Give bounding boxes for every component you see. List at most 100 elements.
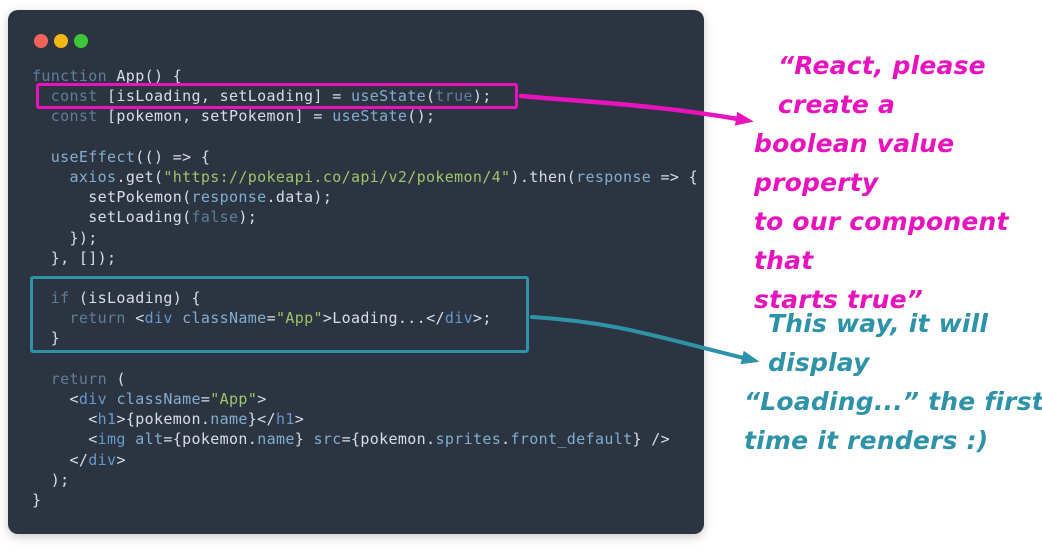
code-token-fn: useState (350, 87, 426, 106)
code-token-txt: >; (472, 309, 492, 328)
code-token-txt: => { (651, 167, 699, 186)
code-line: }, []); (32, 248, 698, 268)
code-token-fn: name (257, 430, 295, 449)
code-token-fn: axios (69, 167, 117, 186)
annotation-line: “Loading...” the first (744, 387, 1042, 416)
code-token-txt (32, 107, 51, 125)
code-token-tag: div (88, 450, 117, 469)
code-token-tag: div (444, 309, 473, 328)
code-token-tag: h1 (275, 410, 295, 429)
code-token-kw: const (50, 107, 98, 126)
code-token-kw: const (50, 87, 98, 106)
code-token-txt: < (32, 430, 98, 449)
code-token-fn: sprites (435, 430, 502, 449)
code-line: }); (32, 228, 698, 248)
code-token-txt: </ (32, 450, 89, 469)
code-line (32, 127, 698, 147)
code-line: <h1>{pokemon.name}</h1> (32, 409, 698, 429)
code-token-txt: }); (32, 228, 98, 247)
code-token-fn: useEffect (50, 147, 136, 166)
code-token-txt: }</ (247, 410, 276, 429)
annotation-line: boolean value property (754, 129, 955, 197)
highlight-box-usestate (36, 83, 518, 109)
code-line: function App() { (32, 66, 698, 86)
pink-annotation-note: “React, please create a boolean value pro… (754, 46, 1042, 319)
code-token-txt: ); (472, 87, 492, 106)
code-token-tag: div (144, 309, 173, 328)
code-token-kw: false (191, 208, 239, 227)
annotation-line: “React, please create a (778, 51, 986, 119)
code-token-txt: (); (407, 107, 436, 126)
code-line: return ( (32, 369, 698, 389)
code-token-txt (32, 370, 51, 388)
code-token-str: "App" (210, 390, 258, 408)
code-token-txt: setLoading( (32, 208, 192, 227)
code-token-txt: > (294, 410, 305, 429)
code-token-str: "App" (275, 309, 323, 328)
code-token-txt: ( (107, 369, 126, 388)
code-token-fn: useState (332, 107, 408, 126)
code-line: <img alt={pokemon.name} src={pokemon.spr… (32, 429, 698, 449)
window-controls (34, 34, 88, 48)
code-token-kw: return (50, 369, 108, 388)
code-line: useEffect(() => { (32, 147, 698, 167)
code-token-str: "https://pokeapi.co/api/v2/pokemon/4" (163, 167, 511, 186)
code-token-txt: ); (238, 208, 258, 227)
code-token-txt: } (32, 329, 61, 348)
code-token-txt: < (32, 390, 79, 408)
code-token-txt: >Loading...</ (322, 309, 445, 328)
code-token-txt (32, 168, 70, 186)
code-token-txt: App() { (107, 67, 183, 85)
code-token-txt: < (32, 410, 98, 429)
code-token-txt: setPokemon( (32, 188, 192, 207)
code-token-txt: [isLoading, setLoading] = (97, 87, 351, 106)
code-token-fn: src (313, 430, 342, 449)
code-token-kw: function (32, 67, 108, 85)
code-token-txt: } (294, 430, 314, 449)
code-token-fn: alt (135, 430, 164, 449)
highlight-box-isloading (30, 276, 529, 353)
code-token-txt: . (501, 430, 511, 449)
code-token-txt: } /> (632, 430, 670, 449)
code-token-tag: h1 (97, 410, 117, 429)
code-token-txt: .get( (116, 167, 164, 186)
code-line: axios.get("https://pokeapi.co/api/v2/pok… (32, 167, 698, 187)
code-token-txt: > (257, 390, 267, 408)
code-token-txt: (() => { (135, 147, 211, 166)
code-line: if (isLoading) { (32, 288, 698, 308)
code-line: setLoading(false); (32, 207, 698, 227)
annotation-line: time it renders :) (744, 426, 989, 455)
code-token-txt: ).then( (510, 167, 577, 186)
code-token-kw: if (50, 289, 70, 308)
code-token-txt: } (32, 490, 42, 509)
code-token-txt: }, []); (32, 248, 117, 267)
code-line: return <div className="App">Loading...</… (32, 308, 698, 328)
zoom-button[interactable] (74, 34, 88, 48)
code-token-txt: > (116, 450, 126, 469)
code-line: </div> (32, 450, 698, 470)
code-token-txt: ={pokemon. (341, 430, 436, 449)
annotation-line: starts true” (754, 285, 924, 314)
code-token-txt (32, 148, 51, 166)
code-token-fn: response (191, 188, 267, 207)
annotation-line: to our component that (754, 207, 1009, 275)
code-token-fn: front_default (510, 430, 633, 449)
code-token-txt: = (266, 309, 276, 328)
code-token-txt: [pokemon, setPokemon] = (97, 107, 333, 126)
code-token-txt: = (200, 390, 211, 408)
code-token-tag: div (78, 390, 108, 408)
code-token-txt: ( (426, 87, 436, 106)
code-line: } (32, 490, 698, 510)
code-token-fn: className (182, 309, 267, 328)
code-line: setPokemon(response.data); (32, 187, 698, 207)
code-line: } (32, 328, 698, 348)
code-token-kw: true (435, 87, 473, 106)
code-token-txt (126, 430, 135, 448)
code-token-txt: (isLoading) { (69, 289, 201, 308)
code-line: ); (32, 470, 698, 490)
code-token-fn: name (210, 410, 248, 429)
close-button[interactable] (34, 34, 48, 48)
code-token-txt: ); (32, 470, 70, 489)
minimize-button[interactable] (54, 34, 68, 48)
